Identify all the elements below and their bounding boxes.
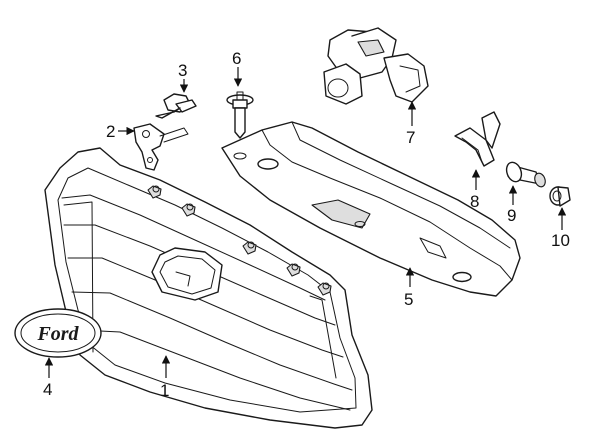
sensor [323, 27, 429, 105]
callout-9: 9 [507, 206, 516, 225]
callout-2: 2 [106, 122, 115, 141]
emblem-text: Ford [36, 323, 79, 345]
push-pin [226, 91, 254, 139]
callout-7: 7 [406, 128, 415, 147]
bolt [155, 93, 197, 119]
callout-3: 3 [178, 61, 187, 80]
callout-4: 4 [43, 380, 52, 399]
clip [454, 111, 501, 167]
callout-8: 8 [470, 192, 479, 211]
push-nut [549, 186, 571, 207]
ford-emblem: Ford [14, 308, 102, 358]
callouts: 1 2 3 4 5 6 7 8 9 10 [43, 49, 570, 400]
radiator-shield-panel [221, 121, 521, 297]
grille-emblem-mount [151, 247, 223, 301]
bracket [133, 123, 189, 171]
leader-lines [44, 67, 567, 378]
grommet [505, 161, 546, 188]
callout-1: 1 [160, 381, 169, 400]
callout-10: 10 [551, 231, 570, 250]
grille-mounting-studs [147, 185, 332, 296]
grille [44, 147, 373, 429]
callout-5: 5 [404, 290, 413, 309]
callout-6: 6 [232, 49, 241, 68]
